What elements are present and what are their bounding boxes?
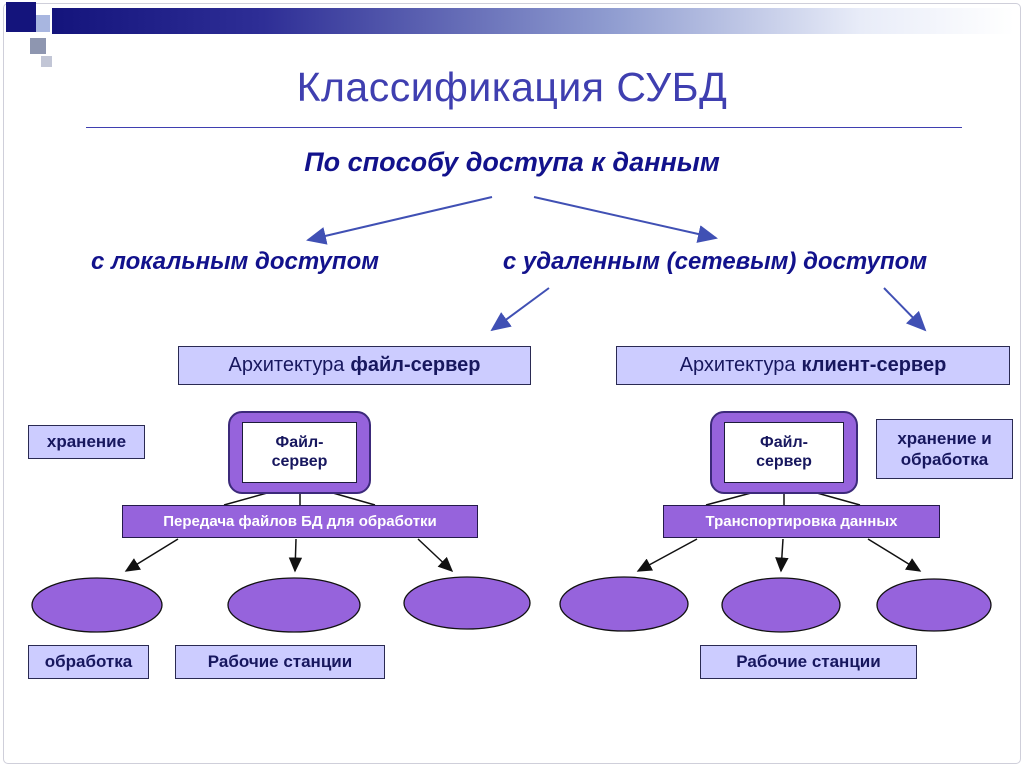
file-server-right-line1: Файл-	[760, 434, 808, 452]
workstation-ellipse-right-2	[721, 577, 841, 633]
file-server-node-right-inner: Файл- сервер	[724, 422, 844, 483]
architecture-client-server-emphasis: клиент-сервер	[801, 354, 947, 376]
architecture-file-server-prefix: Архитектура	[228, 354, 345, 376]
arrow-left-bar-to-ws-3	[417, 538, 454, 573]
arrow-right-bar-to-ws-2	[775, 538, 789, 573]
arrow-remote-to-client-server-arch	[883, 287, 927, 332]
workstation-ellipse-left-2	[227, 577, 361, 633]
file-server-node-left-inner: Файл- сервер	[242, 422, 357, 483]
corner-square-small-icon	[41, 56, 52, 67]
workstations-label-left: Рабочие станции	[175, 645, 385, 679]
corner-square-lightblue-icon	[33, 15, 50, 32]
arrow-right-bar-to-ws-3	[867, 538, 922, 572]
arrow-subtitle-to-remote	[533, 196, 718, 243]
workstation-ellipse-left-3	[403, 576, 531, 630]
connector-left-node-to-bar-3	[332, 492, 376, 506]
slide-title: Классификация СУБД	[296, 64, 728, 110]
workstation-ellipse-right-3	[876, 578, 992, 632]
branch-local-access-label: с локальным доступом	[91, 248, 379, 275]
subtitle-access-method: По способу доступа к данным	[304, 147, 720, 177]
file-server-node-left: Файл- сервер	[228, 411, 371, 494]
arrow-right-bar-to-ws-1	[636, 538, 698, 572]
corner-square-gray-icon	[30, 38, 46, 54]
header-gradient-bar	[52, 8, 1014, 34]
architecture-client-server-box: Архитектура клиент-сервер	[616, 346, 1010, 385]
architecture-file-server-emphasis: файл-сервер	[350, 354, 481, 376]
file-server-right-line2: сервер	[756, 452, 812, 470]
architecture-client-server-prefix: Архитектура	[679, 354, 796, 376]
transfer-bar-left: Передача файлов БД для обработки	[122, 505, 478, 538]
connector-left-node-to-bar-1	[223, 492, 268, 506]
file-server-left-line1: Файл-	[275, 434, 324, 452]
file-server-left-line2: сервер	[271, 452, 328, 470]
arrow-subtitle-to-local	[306, 196, 493, 245]
workstation-ellipse-right-1	[559, 576, 689, 632]
title-divider	[86, 127, 962, 128]
workstation-ellipse-left-1	[31, 577, 163, 633]
transport-bar-right: Транспортировка данных	[663, 505, 940, 538]
storage-label-left: хранение	[28, 425, 145, 459]
architecture-file-server-box: Архитектура файл-сервер	[178, 346, 531, 385]
connector-right-node-to-bar-3	[816, 492, 861, 506]
processing-label-left: обработка	[28, 645, 149, 679]
storage-processing-label-right: хранение и обработка	[876, 419, 1013, 479]
arrow-remote-to-file-server-arch	[490, 287, 550, 332]
connector-right-node-to-bar-1	[705, 492, 752, 506]
corner-square-dark-icon	[6, 2, 36, 32]
file-server-node-right: Файл- сервер	[710, 411, 858, 494]
arrow-left-bar-to-ws-2	[288, 538, 303, 573]
arrow-left-bar-to-ws-1	[124, 538, 179, 572]
branch-remote-access-label: с удаленным (сетевым) доступом	[502, 248, 928, 275]
workstations-label-right: Рабочие станции	[700, 645, 917, 679]
